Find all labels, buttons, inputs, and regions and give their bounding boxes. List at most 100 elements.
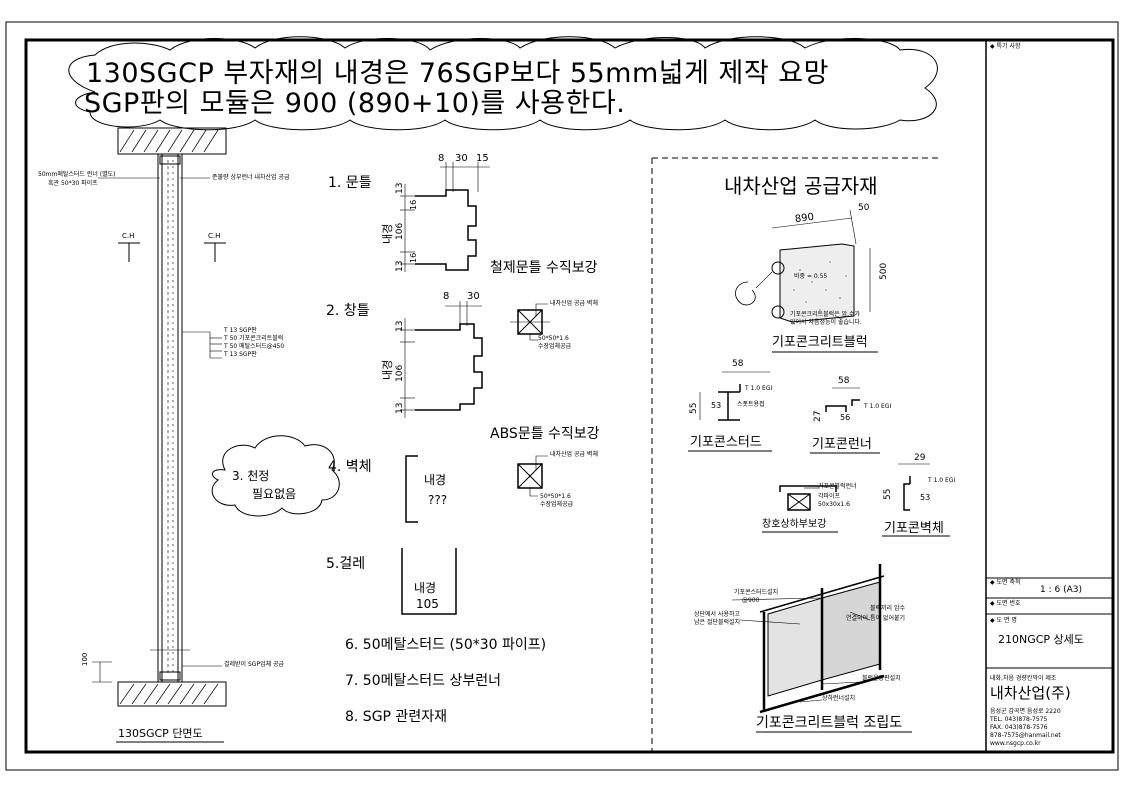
abs-reinforce-icon [517, 455, 548, 497]
steel-reinforce-icon [510, 303, 550, 341]
window-dim-side-1: 13 [395, 320, 405, 332]
block-inner: 비중 = 0.55 [794, 273, 828, 280]
note-line-1: 130SGCP 부자재의 내경은 76SGP보다 55mm넓게 제작 요망 [86, 58, 829, 89]
window-reinforce-label-3: 50x30x1.6 [818, 501, 850, 508]
section-title: 130SGCP 단면도 [118, 727, 203, 740]
tb-address: 음성군 감곡면 음성로 2220 [990, 708, 1061, 715]
tb-email: 878-7575@hanmail.net [990, 732, 1061, 739]
runner-t: T 1.0 EGI [864, 403, 892, 410]
layer-3: T 50 메탈스터드@450 [224, 343, 285, 350]
assembly-label-3: 상단에서 사용하고 [694, 611, 741, 618]
wall-inner-2: ??? [428, 493, 448, 507]
runner-h: 27 [813, 410, 823, 422]
ch-markers [118, 242, 226, 262]
wall-section [150, 154, 190, 682]
door-dim-side-1: 13 [395, 182, 405, 194]
stud-note: 스폿트용접 [737, 401, 765, 408]
ceiling-line-2: 필요없음 [252, 487, 297, 501]
window-dim-side-3: 13 [395, 402, 405, 414]
sheet-inner-border [24, 38, 1115, 754]
supply-title-underlines [688, 351, 950, 733]
steel-reinforce-title: 철제문틀 수직보강 [490, 260, 598, 276]
window-frame-profile [415, 323, 483, 411]
abs-reinforce-label-2a: 50*50*1.6 [540, 493, 571, 500]
assembly-label-7: 블럭운장판설치 [862, 675, 901, 682]
door-dim-extra-2: 16 [409, 252, 418, 263]
stud-in: 53 [711, 401, 722, 410]
ceiling-cloud [211, 435, 340, 517]
item-door-frame: 1. 문틀 [328, 175, 372, 191]
assembly-label-6: 연결되어 틈이 없어붙기 [846, 615, 906, 622]
supply-border [651, 157, 938, 752]
stud-profile [718, 384, 741, 421]
runner-profile [825, 399, 860, 412]
floor-hatch [119, 683, 219, 705]
tb-tel: TEL. 043)878-7575 [990, 716, 1048, 723]
block-dim-500: 500 [879, 262, 889, 280]
assembly-label-2: @900 [742, 597, 760, 604]
wall-profile [903, 476, 911, 511]
note-cloud [68, 36, 938, 131]
window-reinforce-label-2: 각파이프 [818, 493, 841, 500]
tb-scale: 1 : 6 (A3) [1040, 585, 1082, 595]
door-dims [400, 162, 490, 272]
note-line-2: SGP판의 모듈은 900 (890+10)를 사용한다. [84, 88, 626, 119]
wall-profile-in: 53 [920, 493, 931, 502]
assembly-drawing [731, 564, 885, 714]
tb-company: 내차산업(주) [990, 684, 1071, 702]
section-leaders [92, 177, 222, 683]
item-baseboard: 5.걸레 [326, 556, 366, 572]
door-frame-profile [415, 189, 477, 271]
top-runner-label: 준불량 상부런너 내차산업 공급 [212, 174, 290, 181]
wall-inner-1: 내경 [424, 473, 447, 487]
window-reinforce-drawing [779, 485, 837, 511]
door-dim-top-1: 8 [438, 153, 445, 164]
ceiling-line-1: 3. 천정 [232, 469, 270, 483]
tb-drawing-name: 210NGCP 상세도 [998, 633, 1084, 646]
tb-fax: FAX. 043)878-7576 [990, 724, 1048, 731]
ceiling-slab [117, 127, 227, 155]
assembly-label-1: 기포콘스터드설치 [734, 589, 779, 596]
tb-slogan: 내화,차음 경량칸막이 제조 [990, 675, 1057, 682]
runner-w: 58 [838, 376, 850, 386]
base-inner-1: 내경 [414, 581, 437, 595]
door-dim-side-2: 106 [395, 222, 405, 240]
block-title: 기포콘크리트블럭 [772, 335, 868, 350]
item-sgp: 8. SGP 관련자재 [345, 709, 447, 725]
ch-left-label: C.H [122, 232, 135, 240]
ch-right-label: C.H [208, 232, 221, 240]
block-speckles [793, 261, 847, 311]
block-note-2: 있어서 차음성능이 좋습니다. [790, 319, 862, 326]
runner-in: 56 [840, 413, 851, 422]
tb-number-label: ◆ 도면 번호 [990, 600, 1021, 607]
window-dims [400, 301, 482, 418]
abs-reinforce-title: ABS문틀 수직보강 [490, 426, 600, 442]
supply-title: 내차산업 공급자재 [724, 174, 878, 198]
block-dim-50: 50 [858, 203, 870, 213]
stud-dims [699, 371, 770, 420]
stud-title: 기포콘스터드 [690, 435, 762, 450]
window-inner-label: 내경 [381, 359, 394, 380]
wall-profile-title: 기포콘벽체 [884, 521, 944, 536]
runner-label-2: 흑관 50*30 파이프 [48, 180, 98, 187]
door-dim-top-2: 30 [455, 153, 468, 164]
runner-label: 50mm메탈스터드 런너 (별도) [38, 171, 116, 178]
window-reinforce-title: 창호상하부보강 [762, 519, 827, 530]
layer-1: T 13 SGP판 [224, 327, 257, 334]
dim-100: 100 [81, 652, 89, 666]
tb-special-label: ◆ 특기 사항 [990, 43, 1021, 50]
steel-reinforce-label-2b: 수장업체공급 [538, 343, 572, 350]
item-stud: 6. 50메탈스터드 (50*30 파이프) [345, 637, 547, 653]
floor-slab [117, 681, 227, 707]
tb-web: www.nsgcp.co.kr [990, 740, 1041, 747]
wall-profile-h: 55 [883, 488, 893, 500]
layer-2: T 50 기포콘크리트블럭 [224, 335, 284, 342]
wall-profile-w: 29 [914, 453, 926, 463]
block-drawing [735, 209, 871, 323]
door-dim-extra-1: 16 [409, 199, 418, 210]
stud-h: 55 [689, 402, 699, 414]
item-wall: 4. 벽체 [328, 459, 372, 475]
assembly-label-5: 블럭끼리 암수 [870, 605, 906, 612]
window-reinforce-label-1: 기포콘블럭런너 [818, 483, 857, 490]
